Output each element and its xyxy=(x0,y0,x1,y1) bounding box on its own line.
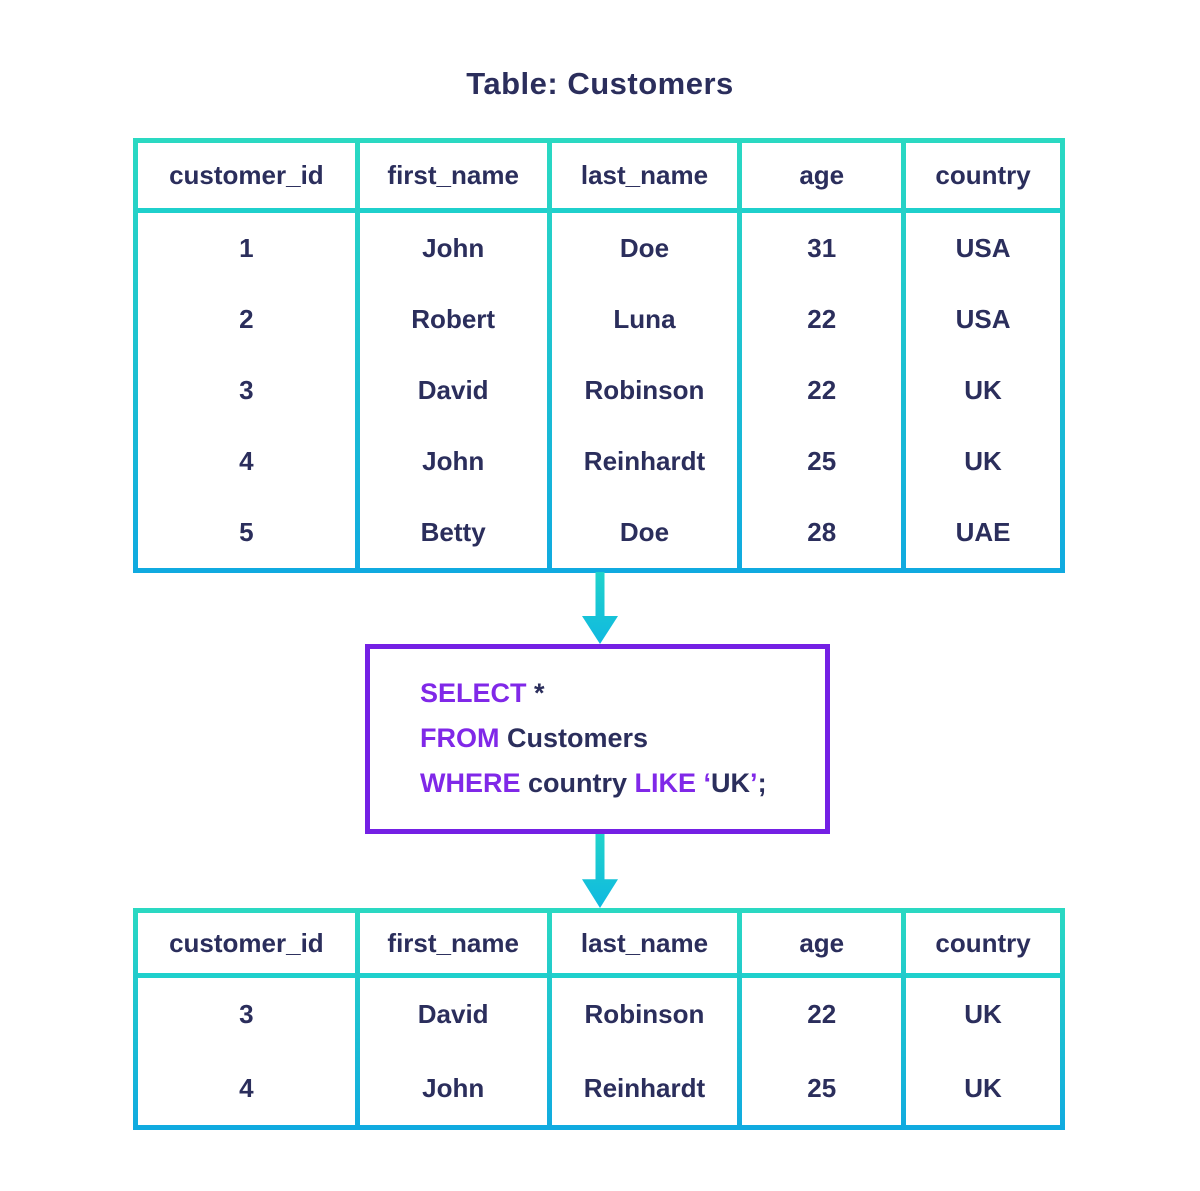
table-cell: Robinson xyxy=(584,999,705,1030)
sql-token: SELECT xyxy=(420,678,527,708)
table-cell: 4 xyxy=(239,1072,254,1103)
flow-arrow-down-icon xyxy=(580,834,620,908)
table-cell: 25 xyxy=(807,1072,837,1103)
table-cell: USA xyxy=(955,233,1011,263)
column-header: age xyxy=(742,913,902,978)
sql-token: UK xyxy=(711,768,751,798)
table-cell: Doe xyxy=(619,517,670,547)
table-cell: 5 xyxy=(239,517,254,547)
column-header: country xyxy=(906,913,1060,978)
table-column: customer_id 3 4 xyxy=(138,913,355,1125)
column-header: age xyxy=(742,143,902,213)
table-cell: 28 xyxy=(807,517,837,547)
table-cell: John xyxy=(422,446,485,476)
table-cell: Reinhardt xyxy=(583,446,706,476)
table-cell: David xyxy=(417,375,489,405)
table-column: age 22 25 xyxy=(742,913,902,1125)
table-cell: UK xyxy=(964,446,1002,476)
column-header: first_name xyxy=(359,143,547,213)
table-cell: UK xyxy=(964,1072,1002,1103)
table-cell: Doe xyxy=(619,233,670,263)
table-cell: David xyxy=(417,999,489,1030)
column-header: first_name xyxy=(359,913,547,978)
table-cell: 22 xyxy=(807,999,837,1030)
table-cell: John xyxy=(422,1072,485,1103)
sql-token: Customers xyxy=(499,723,649,753)
sql-token: ’ xyxy=(750,768,758,798)
table-cell: John xyxy=(422,233,485,263)
sql-token: WHERE xyxy=(420,768,521,798)
table-cell: 2 xyxy=(239,304,254,334)
sql-token: LIKE xyxy=(634,768,697,798)
table-column: age 31 22 22 25 28 xyxy=(742,143,902,568)
table-cell: Robinson xyxy=(584,375,705,405)
table-cell: UK xyxy=(964,999,1002,1030)
flow-arrow-down-icon xyxy=(580,572,620,644)
sql-token: ‘ xyxy=(696,768,712,798)
table-cell: 3 xyxy=(239,999,254,1030)
table-cell: USA xyxy=(955,304,1011,334)
sql-query-line: WHERE country LIKE ‘UK’; xyxy=(420,761,825,806)
column-header: last_name xyxy=(551,913,738,978)
table-cell: 22 xyxy=(807,375,837,405)
table-cell: Betty xyxy=(420,517,486,547)
sql-query-line: FROM Customers xyxy=(420,716,825,761)
column-header: country xyxy=(906,143,1060,213)
column-header: customer_id xyxy=(138,913,355,978)
sql-token: ; xyxy=(757,768,767,798)
table-cell: Robert xyxy=(411,304,496,334)
table-cell: UAE xyxy=(955,517,1011,547)
sql-token: country xyxy=(520,768,635,798)
table-cell: 22 xyxy=(807,304,837,334)
table-cell: 1 xyxy=(239,233,254,263)
sql-query-line: SELECT * xyxy=(420,671,825,716)
table-cell: 4 xyxy=(239,446,254,476)
diagram-title: Table: Customers xyxy=(466,66,734,101)
table-cell: Reinhardt xyxy=(583,1072,706,1103)
table-column: customer_id 1 2 3 4 5 xyxy=(138,143,355,568)
column-header: last_name xyxy=(551,143,738,213)
sql-token: * xyxy=(526,678,545,708)
sql-token: FROM xyxy=(420,723,500,753)
table-cell: Luna xyxy=(613,304,676,334)
column-header: customer_id xyxy=(138,143,355,213)
table-cell: 25 xyxy=(807,446,837,476)
table-cell: 3 xyxy=(239,375,254,405)
table-cell: 31 xyxy=(807,233,837,263)
table-cell: UK xyxy=(964,375,1002,405)
